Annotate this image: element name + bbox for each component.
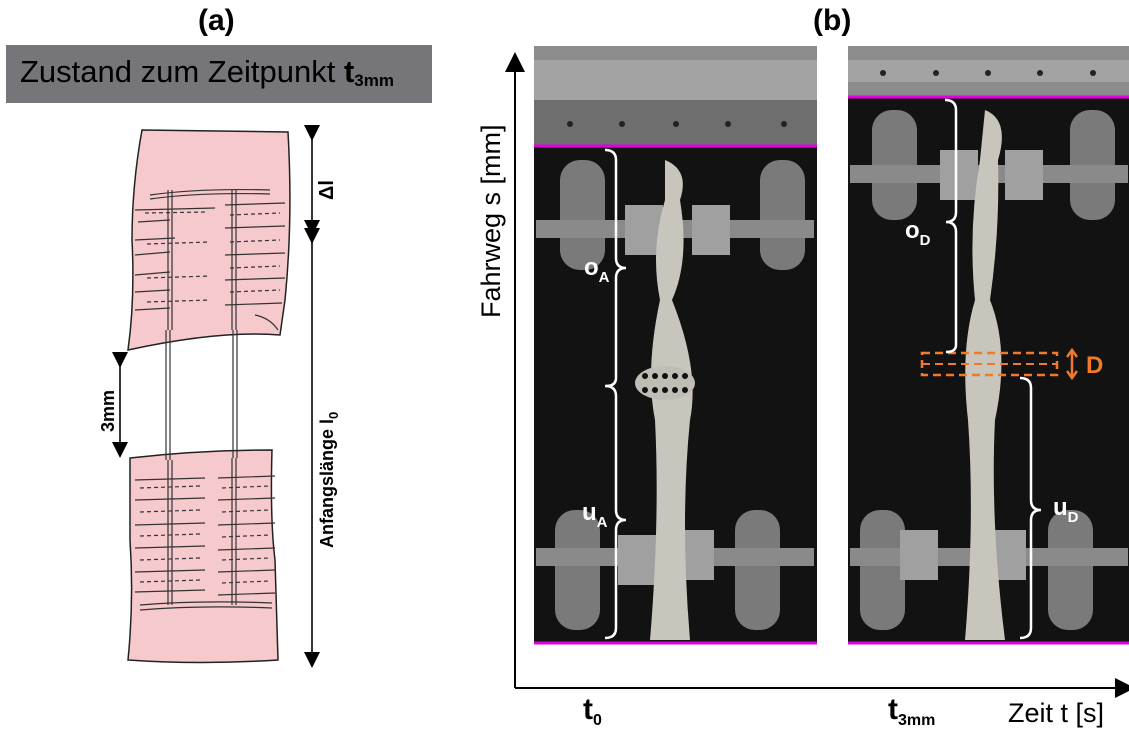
tendon-sketch — [127, 129, 291, 664]
svg-text:uD: uD — [1053, 494, 1079, 526]
graph-axes — [505, 52, 1129, 698]
header-box — [6, 45, 432, 103]
svg-text:uA: uA — [582, 499, 608, 531]
lower-sutures — [134, 458, 276, 611]
t3mm-label: t3mm — [888, 693, 936, 729]
upper-sutures — [134, 188, 286, 331]
svg-text:oA: oA — [584, 254, 610, 286]
svg-text:oD: oD — [905, 217, 931, 249]
panel-label-b: (b) — [813, 4, 852, 37]
x-axis-label: Zeit t [s] — [1008, 698, 1105, 728]
lower-tendon-segment — [127, 449, 279, 664]
photo-t0: oA uA — [534, 46, 817, 645]
panel-label-a: (a) — [198, 4, 235, 37]
y-axis-label: Fahrweg s [mm] — [476, 124, 506, 318]
d-label: D — [1086, 352, 1103, 379]
delta-l-label: Δl — [316, 180, 338, 200]
header-title: Zustand zum Zeitpunkt t3mm — [20, 54, 394, 90]
gap-label: 3mm — [98, 390, 118, 432]
t0-label: t0 — [583, 693, 602, 729]
y-axis-label-wrap: Fahrweg s [mm] — [476, 124, 670, 349]
photo-t3mm: D oD uD — [848, 46, 1129, 645]
initial-length-label: Anfangslänge l0 — [317, 412, 341, 548]
